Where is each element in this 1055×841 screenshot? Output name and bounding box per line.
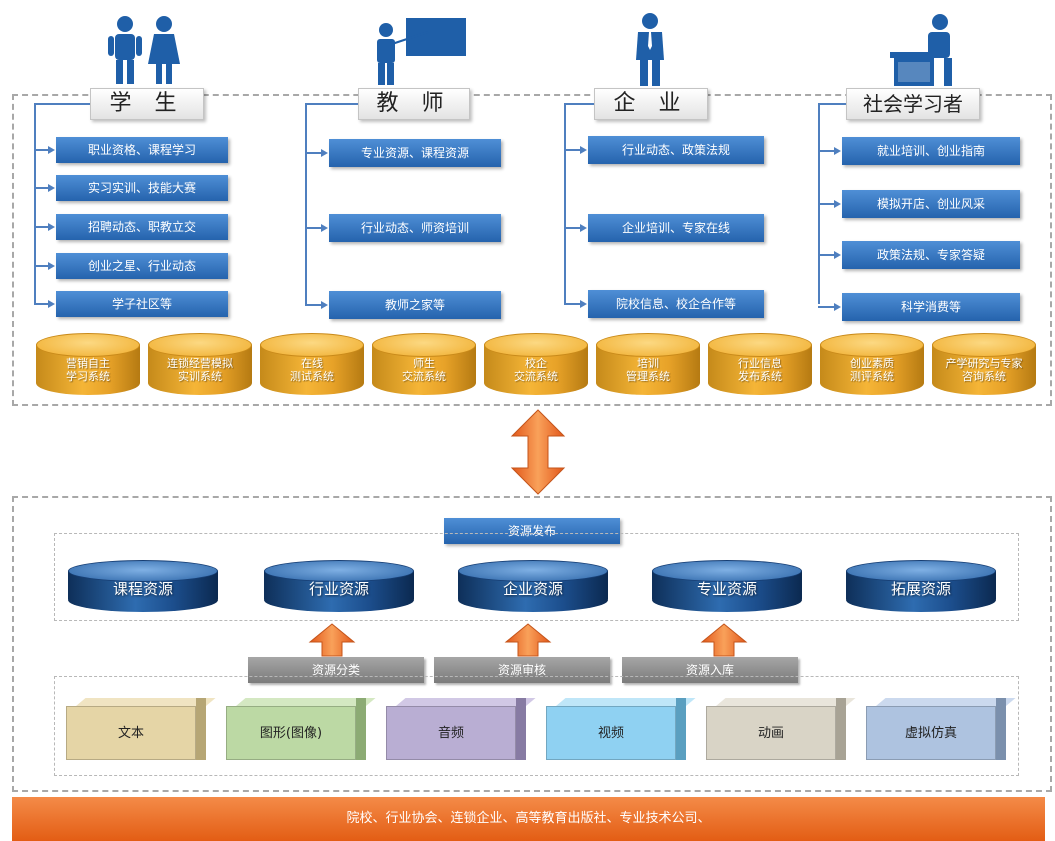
enterprise-item: 院校信息、校企合作等 xyxy=(588,290,764,318)
connector-line xyxy=(564,104,566,304)
learner-icon xyxy=(890,14,952,86)
media-cube: 图形(图像) xyxy=(226,698,376,760)
learner-item: 就业培训、创业指南 xyxy=(842,137,1020,165)
role-header-enterprises: 企 业 xyxy=(594,88,708,120)
up-arrow-icon xyxy=(504,623,552,657)
connector-line xyxy=(564,103,594,105)
connector-line xyxy=(305,104,307,304)
role-header-social-learners: 社会学习者 xyxy=(846,88,980,120)
media-cube: 虚拟仿真 xyxy=(866,698,1016,760)
student-item: 职业资格、课程学习 xyxy=(56,137,228,163)
resource-cylinder: 行业资源 xyxy=(264,560,414,616)
student-item: 创业之星、行业动态 xyxy=(56,253,228,279)
media-cube: 动画 xyxy=(706,698,856,760)
resource-pool-group xyxy=(54,533,1019,621)
process-box: 资源分类 xyxy=(248,657,424,683)
connector-line xyxy=(34,103,90,105)
teacher-item: 专业资源、课程资源 xyxy=(329,139,501,167)
resource-layer-panel xyxy=(12,496,1052,792)
students-icon xyxy=(108,16,180,84)
role-header-students: 学 生 xyxy=(90,88,204,120)
connector-line xyxy=(34,104,36,304)
system-cylinder: 校企交流系统 xyxy=(484,333,588,395)
system-cylinder: 创业素质测评系统 xyxy=(820,333,924,395)
resource-publish-box: 资源发布 xyxy=(444,518,620,544)
system-cylinder: 产学研究与专家咨询系统 xyxy=(932,333,1036,395)
media-group xyxy=(54,676,1019,776)
teacher-icon xyxy=(377,18,466,85)
connector-line xyxy=(305,103,358,105)
enterprise-item: 企业培训、专家在线 xyxy=(588,214,764,242)
resource-cylinder: 拓展资源 xyxy=(846,560,996,616)
up-arrow-icon xyxy=(308,623,356,657)
process-box: 资源审核 xyxy=(434,657,610,683)
system-cylinder: 在线测试系统 xyxy=(260,333,364,395)
process-box: 资源入库 xyxy=(622,657,798,683)
application-layer-panel xyxy=(12,94,1052,406)
businessman-icon xyxy=(636,13,664,86)
student-item: 实习实训、技能大赛 xyxy=(56,175,228,201)
connector-line xyxy=(818,103,846,105)
system-cylinder: 师生交流系统 xyxy=(372,333,476,395)
double-arrow-icon xyxy=(510,409,566,495)
system-cylinder: 行业信息发布系统 xyxy=(708,333,812,395)
media-cube: 视频 xyxy=(546,698,696,760)
providers-bar: 院校、行业协会、连锁企业、高等教育出版社、专业技术公司、 xyxy=(12,797,1045,841)
media-cube: 文本 xyxy=(66,698,216,760)
system-cylinder: 连锁经营模拟实训系统 xyxy=(148,333,252,395)
student-item: 学子社区等 xyxy=(56,291,228,317)
teacher-item: 教师之家等 xyxy=(329,291,501,319)
up-arrow-icon xyxy=(700,623,748,657)
teacher-item: 行业动态、师资培训 xyxy=(329,214,501,242)
enterprise-item: 行业动态、政策法规 xyxy=(588,136,764,164)
student-item: 招聘动态、职教立交 xyxy=(56,214,228,240)
learner-item: 政策法规、专家答疑 xyxy=(842,241,1020,269)
learner-item: 模拟开店、创业风采 xyxy=(842,190,1020,218)
system-cylinder: 培训管理系统 xyxy=(596,333,700,395)
resource-cylinder: 课程资源 xyxy=(68,560,218,616)
system-cylinder: 营销自主学习系统 xyxy=(36,333,140,395)
resource-cylinder: 专业资源 xyxy=(652,560,802,616)
resource-cylinder: 企业资源 xyxy=(458,560,608,616)
role-header-teachers: 教 师 xyxy=(358,88,470,120)
media-cube: 音频 xyxy=(386,698,536,760)
learner-item: 科学消费等 xyxy=(842,293,1020,321)
